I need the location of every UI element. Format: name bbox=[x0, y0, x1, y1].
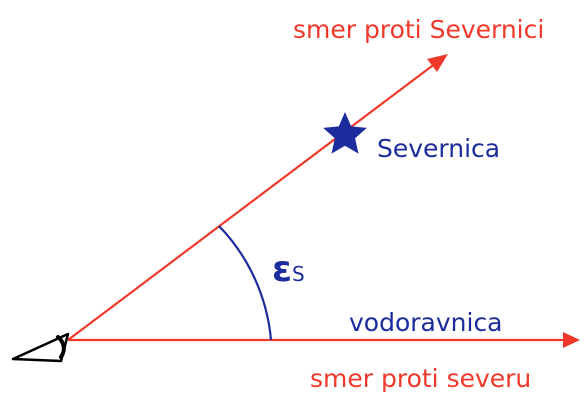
horizon-label: vodoravnica bbox=[349, 308, 503, 337]
angle-label: εS bbox=[272, 252, 305, 288]
eye-icon bbox=[11, 332, 70, 363]
north-direction-label: smer proti severu bbox=[310, 364, 532, 393]
star-icon bbox=[323, 112, 367, 154]
arrowhead-north bbox=[563, 332, 580, 348]
angle-arc bbox=[218, 225, 273, 341]
line-to-polaris bbox=[67, 59, 441, 341]
angle-subscript: S bbox=[292, 262, 305, 286]
pole-direction-label: smer proti Severnici bbox=[293, 15, 545, 44]
star-label: Severnica bbox=[377, 134, 501, 163]
arrowhead-polaris bbox=[427, 54, 448, 72]
angle-symbol: ε bbox=[272, 249, 293, 290]
